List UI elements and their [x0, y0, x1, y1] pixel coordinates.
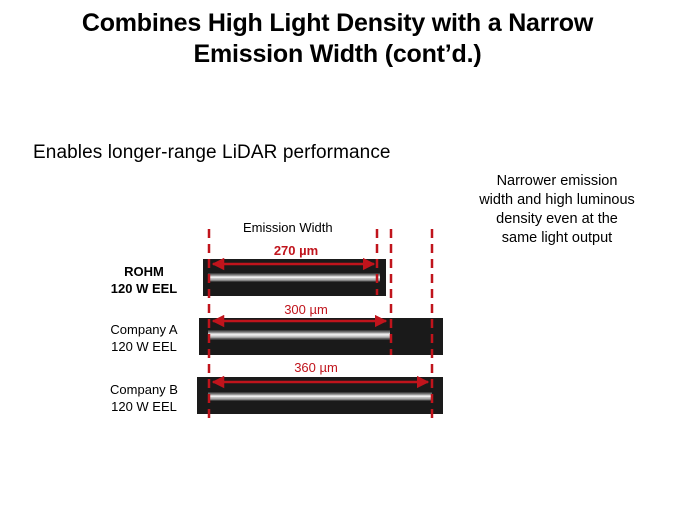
- emission-stripe: [208, 330, 390, 340]
- width-value-company-a: 300 µm: [284, 302, 328, 317]
- width-value-rohm: 270 µm: [274, 243, 318, 258]
- emission-stripe: [208, 392, 432, 401]
- emission-stripe: [208, 273, 380, 282]
- emitter-bar-company-a: [199, 318, 443, 355]
- width-value-company-b: 360 µm: [294, 360, 338, 375]
